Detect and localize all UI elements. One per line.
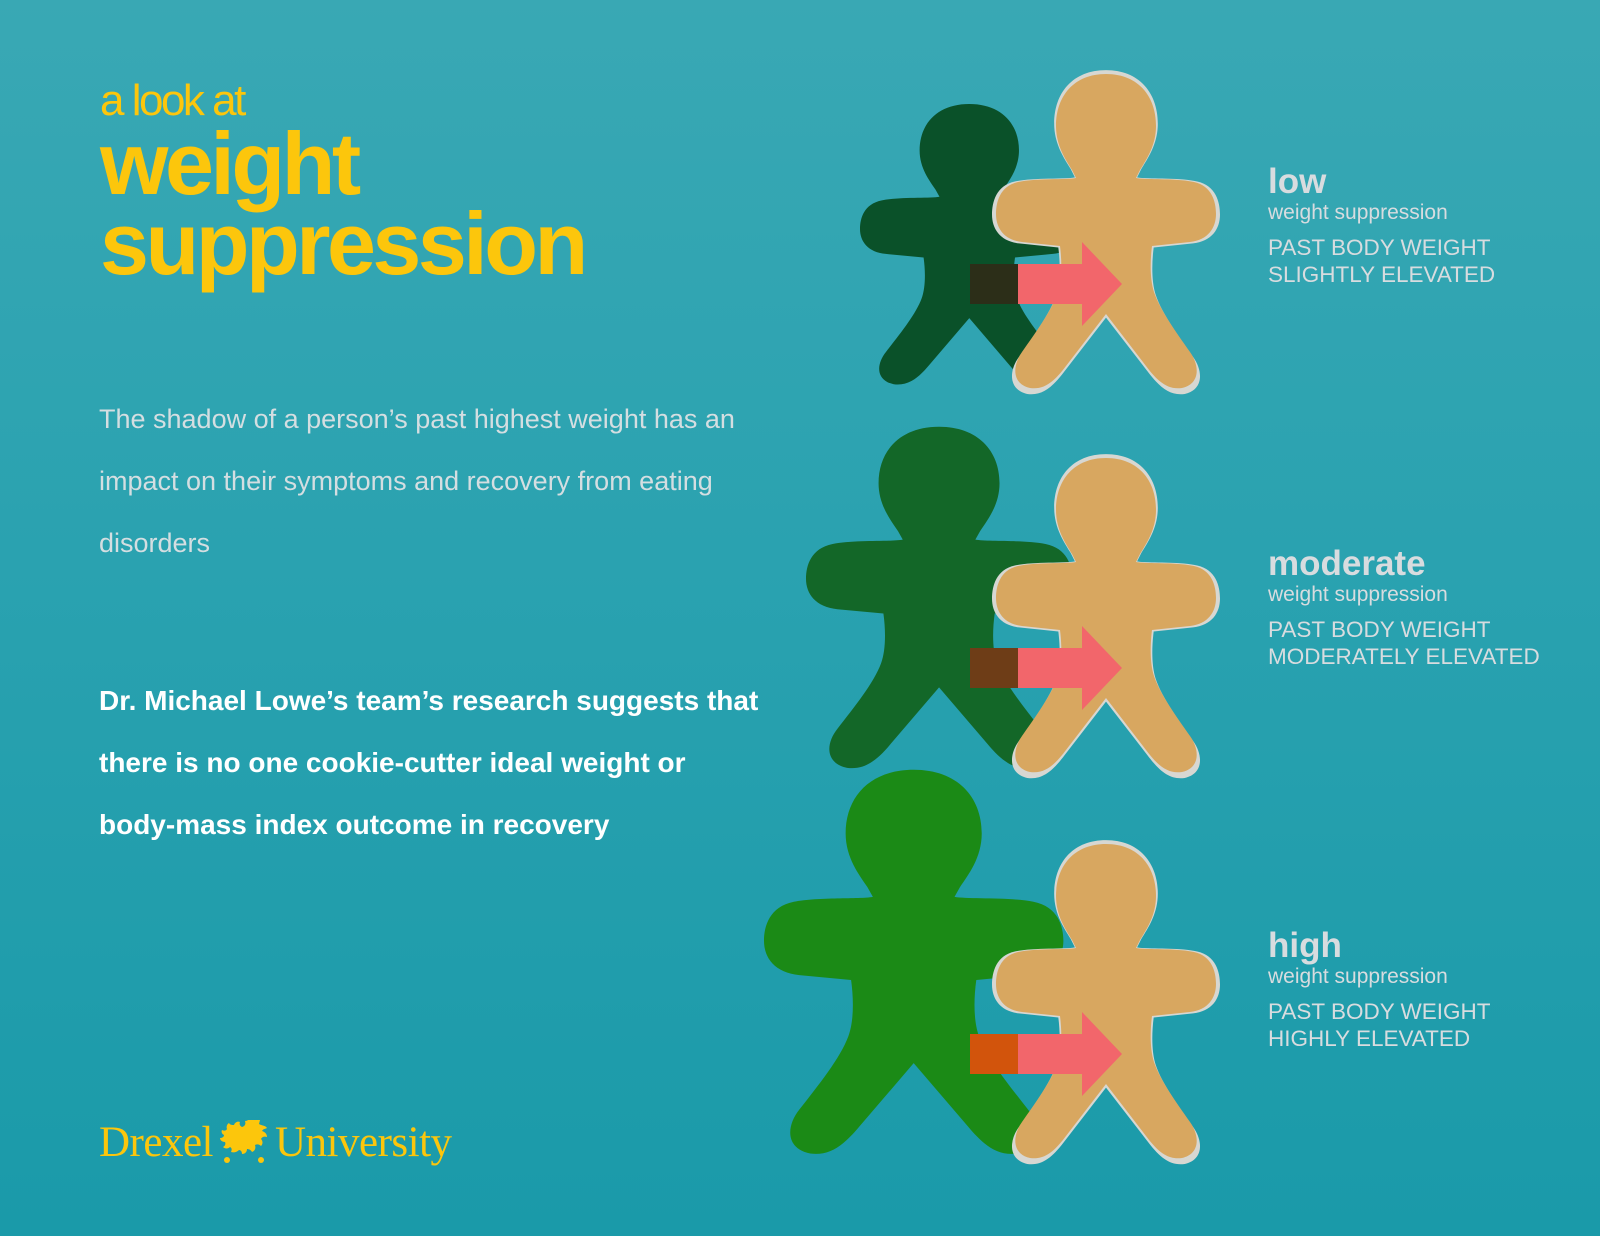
title-line-1: weight [100,114,361,213]
gingerbread-comparison [860,70,1220,395]
level-name: high [1268,926,1342,965]
level-description: PAST BODY WEIGHT HIGHLY ELEVATED [1268,998,1491,1052]
dragon-icon [220,1119,267,1163]
level-row-high: high weight suppression PAST BODY WEIGHT… [760,769,1600,1186]
gingerbread-cookie [996,74,1216,389]
logo-word-left: Drexel [99,1119,214,1166]
level-subtitle: weight suppression [1268,965,1448,988]
desc-line-1: PAST BODY WEIGHT [1268,617,1491,642]
level-description: PAST BODY WEIGHT SLIGHTLY ELEVATED [1268,234,1495,288]
level-label: moderate weight suppression PAST BODY WE… [1268,546,1540,670]
arrow-icon [1018,242,1122,326]
level-label: low weight suppression PAST BODY WEIGHT … [1268,164,1495,288]
level-subtitle: weight suppression [1268,583,1448,606]
desc-line-2: MODERATELY ELEVATED [1268,644,1540,669]
drexel-logo: Drexel University [99,1118,452,1167]
level-row-moderate: moderate weight suppression PAST BODY WE… [760,426,1600,800]
level-description: PAST BODY WEIGHT MODERATELY ELEVATED [1268,616,1540,670]
title-block: a look at weight suppression [100,76,588,293]
gingerbread-comparison [764,769,1220,1165]
level-label: high weight suppression PAST BODY WEIGHT… [1268,928,1491,1052]
desc-line-1: PAST BODY WEIGHT [1268,999,1491,1024]
level-name: low [1268,162,1327,201]
arrow-icon [1018,626,1122,710]
past-weight-shadow [860,104,1079,385]
desc-line-2: SLIGHTLY ELEVATED [1268,262,1496,287]
research-finding: Dr. Michael Lowe’s team’s research sugge… [99,685,759,840]
arrow-icon [1018,1012,1122,1096]
level-subtitle: weight suppression [1268,201,1448,224]
arrow-tail [970,648,1018,688]
desc-line-1: PAST BODY WEIGHT [1268,235,1491,260]
title-kicker: a look at [100,76,246,125]
title-line-2: suppression [100,194,588,293]
arrow-tail [970,264,1018,304]
gingerbread-cookie [996,844,1216,1159]
arrow-tail [970,1034,1018,1074]
level-row-low: low weight suppression PAST BODY WEIGHT … [760,66,1600,416]
gingerbread-comparison [806,426,1220,779]
desc-line-2: HIGHLY ELEVATED [1268,1026,1471,1051]
logo-word-right: University [275,1119,452,1166]
lede-paragraph: The shadow of a person’s past highest we… [99,404,735,558]
level-name: moderate [1268,544,1426,583]
gingerbread-cookie [996,458,1216,773]
